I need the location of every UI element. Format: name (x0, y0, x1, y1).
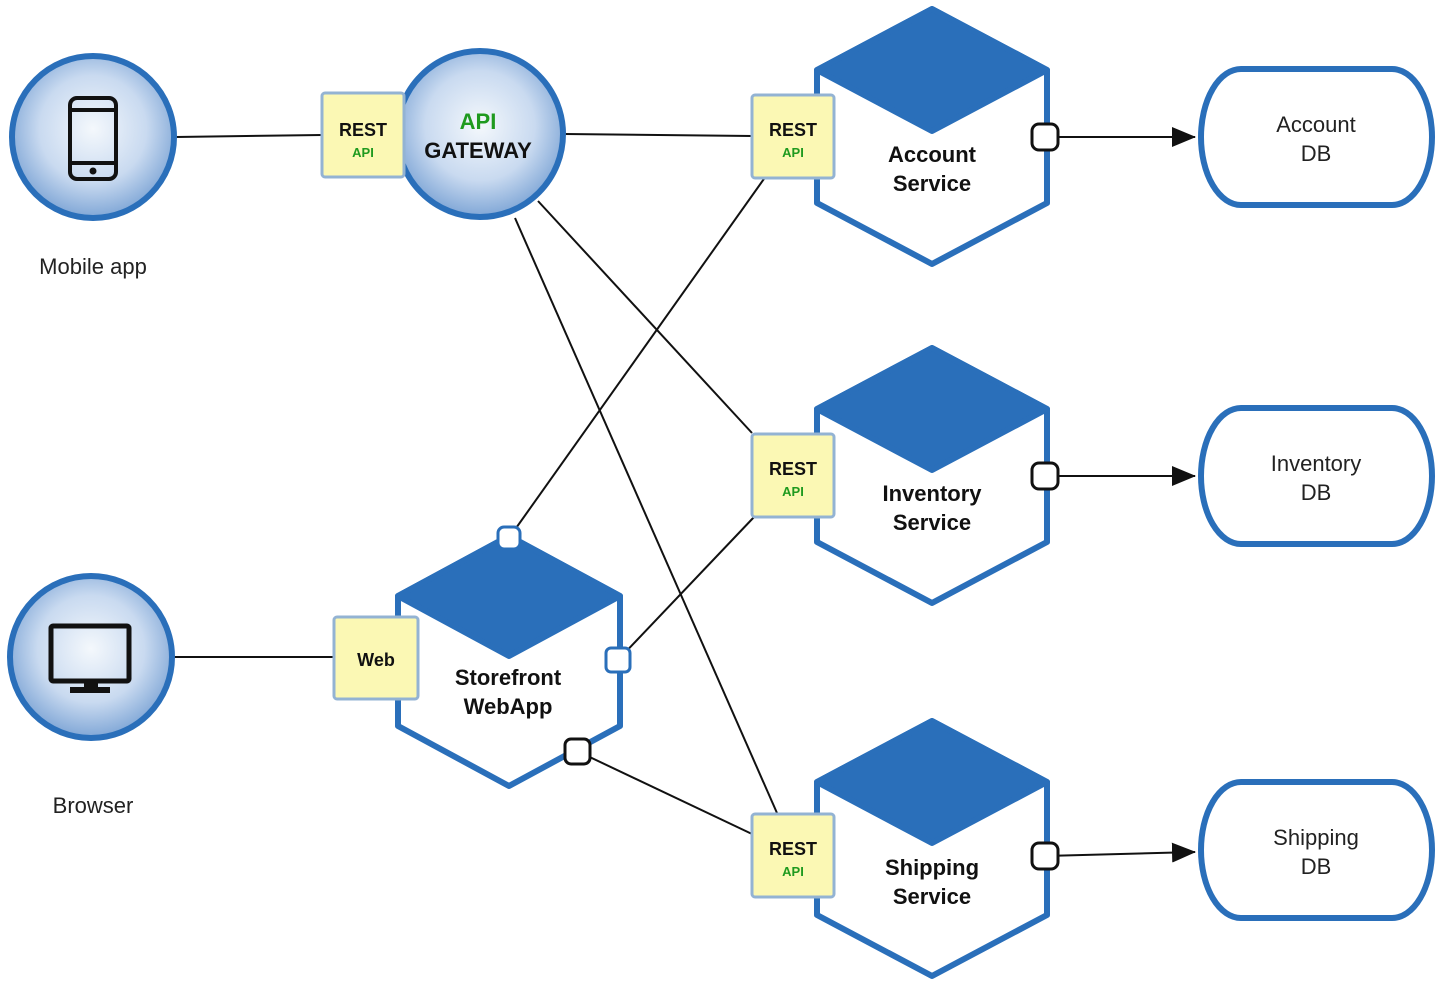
mobile-client-circle[interactable] (9, 53, 177, 221)
inventory-service[interactable]: Inventory Service REST API (750, 345, 1060, 606)
shipping-db-shape[interactable] (1198, 779, 1435, 921)
storefront-label-line2: WebApp (464, 694, 553, 719)
inventory-rest-label: REST (769, 459, 817, 479)
account-top-face (814, 6, 1050, 134)
inventory-top-face (814, 345, 1050, 473)
inventory-db-label-line1: Inventory (1271, 451, 1362, 476)
desktop-monitor-icon (48, 623, 132, 693)
shipping-port[interactable] (1030, 841, 1060, 871)
gateway-rest-interface[interactable]: REST API (320, 91, 406, 179)
browser-client-circle[interactable] (7, 573, 175, 741)
storefront-webapp[interactable]: Storefront WebApp Web (332, 525, 632, 789)
storefront-top-face (395, 533, 623, 659)
shipping-label-line1: Shipping (885, 855, 979, 880)
storefront-web-interface[interactable]: Web (332, 615, 420, 701)
connector-storefront-inventory (617, 515, 756, 661)
shipping-rest-label: REST (769, 839, 817, 859)
mobile-client[interactable]: Mobile app (9, 53, 177, 279)
gateway-rest-label: REST (339, 120, 387, 140)
shipping-db-label-line1: Shipping (1273, 825, 1359, 850)
browser-client-label: Browser (53, 793, 134, 818)
gateway-api-label: API (352, 145, 374, 160)
inventory-label-line2: Service (893, 510, 971, 535)
account-api-label: API (782, 145, 804, 160)
inventory-db-shape[interactable] (1198, 405, 1435, 547)
shipping-api-label: API (782, 864, 804, 879)
account-port[interactable] (1030, 122, 1060, 152)
storefront-port-top[interactable] (496, 525, 522, 551)
connector-storefront-account (508, 175, 767, 539)
account-db-label-line2: DB (1301, 141, 1332, 166)
storefront-label-line1: Storefront (455, 665, 562, 690)
connector-gateway-inventory (537, 200, 753, 434)
connector-storefront-shipping (576, 750, 753, 835)
api-gateway-circle[interactable] (394, 48, 566, 220)
account-service[interactable]: Account Service REST API (750, 6, 1060, 267)
api-gateway-label-api: API (460, 109, 497, 134)
shipping-db-label-line2: DB (1301, 854, 1332, 879)
connectors (174, 127, 1196, 863)
account-rest-interface[interactable]: REST API (750, 93, 836, 180)
browser-client[interactable]: Browser (7, 573, 175, 818)
mobile-phone-icon (68, 96, 118, 181)
connector-gateway-account (564, 133, 753, 137)
account-db[interactable]: Account DB (1198, 66, 1435, 208)
inventory-db[interactable]: Inventory DB (1198, 405, 1435, 547)
account-rest-label: REST (769, 120, 817, 140)
storefront-port-bottom[interactable] (563, 737, 592, 766)
shipping-service[interactable]: Shipping Service REST API (750, 718, 1060, 979)
storefront-port-right[interactable] (604, 646, 632, 674)
inventory-rest-interface[interactable]: REST API (750, 432, 836, 519)
inventory-api-label: API (782, 484, 804, 499)
storefront-web-label: Web (357, 650, 395, 670)
connector-mobile-gateway (175, 134, 323, 138)
shipping-top-face (814, 718, 1050, 846)
mobile-client-label: Mobile app (39, 254, 147, 279)
api-gateway-label-gateway: GATEWAY (424, 138, 532, 163)
shipping-db[interactable]: Shipping DB (1198, 779, 1435, 921)
account-label-line2: Service (893, 171, 971, 196)
account-db-shape[interactable] (1198, 66, 1435, 208)
account-db-label-line1: Account (1276, 112, 1356, 137)
connector-shipping-db (1044, 842, 1196, 863)
shipping-rest-interface[interactable]: REST API (750, 812, 836, 899)
account-label-line1: Account (888, 142, 977, 167)
inventory-port[interactable] (1030, 461, 1060, 491)
inventory-db-label-line2: DB (1301, 480, 1332, 505)
connector-gateway-shipping (514, 217, 778, 814)
inventory-label-line1: Inventory (882, 481, 982, 506)
shipping-label-line2: Service (893, 884, 971, 909)
api-gateway[interactable]: API GATEWAY REST API (320, 48, 566, 220)
